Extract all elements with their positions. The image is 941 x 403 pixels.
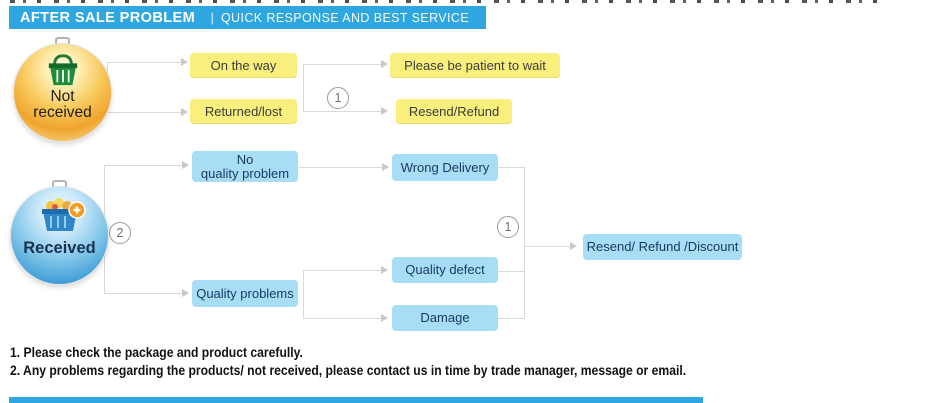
note-line-2: 2. Any problems regarding the products/ … [10,362,687,378]
flow-box-resend-refund-discount: Resend/ Refund /Discount [583,234,742,260]
footer-notes: 1. Please check the package and product … [10,344,761,379]
arrow-head-icon [182,161,189,169]
no-quality-problem-line2: quality problem [200,165,290,181]
damage-label: Damage [420,310,470,325]
connector-to-no-quality-problem [104,165,183,166]
flow-box-no-quality-problem: No quality problem [192,151,298,182]
next-section-bar [9,397,703,403]
arrow-head-icon [381,314,388,322]
section-header-bar: AFTER SALE PROBLEM | QUICK RESPONSE AND … [9,6,486,29]
arrow-head-icon [181,58,188,66]
connector-to-quality-defect [303,270,382,271]
returned-lost-label: Returned/lost [204,103,283,119]
section-subtitle: QUICK RESPONSE AND BEST SERVICE [220,10,470,25]
not-received-node: Not received [13,43,112,142]
arrow-head-icon [181,108,188,116]
resend-refund-discount-label: Resend/ Refund /Discount [586,239,739,254]
flow-box-returned-lost: Returned/lost [190,99,297,124]
please-wait-label: Please be patient to wait [404,57,546,73]
connector-to-quality-problems [104,293,183,294]
connector-from-damage [497,318,525,319]
not-received-label-line2: received [33,104,92,121]
connector-right-junction-vertical [524,167,525,319]
wrong-delivery-label: Wrong Delivery [400,159,490,175]
connector-from-quality-defect [497,271,525,272]
connector-from-wrong-delivery [497,167,525,168]
blue-shopping-basket-with-plus-icon [41,198,86,231]
title-separator: | [210,10,214,25]
connector-to-returned-lost [107,112,182,113]
arrow-head-icon [382,163,389,171]
flow-box-please-wait: Please be patient to wait [390,53,560,78]
connector-to-resend-refund [303,111,382,112]
note-line-1: 1. Please check the package and product … [10,345,303,360]
arrow-head-icon [182,289,189,297]
flow-box-resend-refund: Resend/Refund [396,99,512,124]
not-received-label-line1: Not [50,88,75,105]
green-shopping-basket-icon [48,54,77,86]
resend-refund-label: Resend/Refund [408,103,500,119]
no-quality-problem-line1: No [236,151,254,167]
arrow-head-icon [381,60,388,68]
connector-yellow-junction-vertical [303,64,304,112]
connector-to-wrong-delivery [299,167,383,168]
quality-problems-label: Quality problems [196,285,294,301]
flow-box-damage: Damage [392,305,498,331]
step-1-badge: 1 [497,216,519,238]
connector-quality-junction-vertical [303,270,304,319]
clipped-text-fragments [10,0,888,3]
connector-to-damage [303,318,382,319]
arrow-head-icon [381,266,388,274]
step-2-badge: 2 [109,222,131,244]
received-label: Received [23,239,96,257]
flow-box-wrong-delivery: Wrong Delivery [392,154,498,181]
connector-to-on-the-way [107,62,182,63]
connector-to-please-wait [303,64,382,65]
flow-box-quality-problems: Quality problems [192,280,298,307]
connector-to-final-resolution [524,246,571,247]
arrow-head-icon [570,242,577,250]
step-1-badge: 1 [327,87,349,109]
on-the-way-label: On the way [210,57,277,73]
received-node: Received [10,186,109,285]
section-title: AFTER SALE PROBLEM [20,9,196,26]
flow-box-quality-defect: Quality defect [392,257,498,283]
quality-defect-label: Quality defect [405,262,485,277]
flow-box-on-the-way: On the way [190,53,297,78]
arrow-head-icon [381,107,388,115]
